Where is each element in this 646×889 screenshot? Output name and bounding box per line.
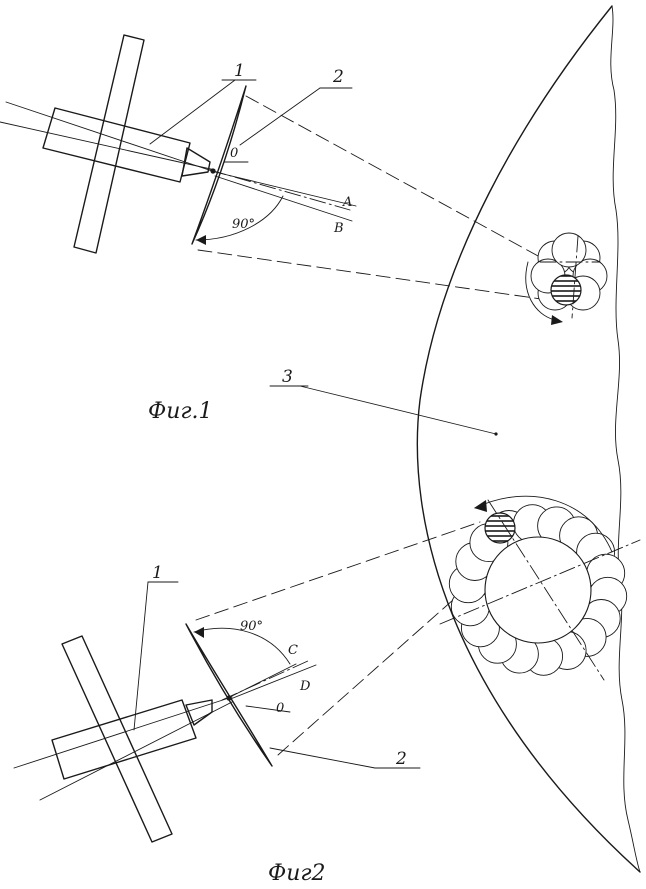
- fig1-emitter-body: [43, 108, 190, 182]
- fig2-angle-arrow: [194, 627, 204, 638]
- fig1-holder-bar: [74, 35, 144, 253]
- fig1-beam-lower: [198, 250, 548, 300]
- fig2-beam-lower: [278, 592, 462, 755]
- label-axis-b: B: [333, 221, 344, 236]
- fig2-rotation-arrow: [474, 500, 487, 512]
- fig2-active-spot: [485, 513, 515, 543]
- fig2-ring-inner-edge: [485, 537, 591, 643]
- fig2-holder-bar: [62, 636, 172, 842]
- label-axis-a: A: [342, 195, 352, 210]
- fig1-point-o: [210, 168, 215, 173]
- fig2-spot-ring: [449, 505, 626, 676]
- label-point-o-fig1: 0: [230, 146, 238, 161]
- label-part-2-fig1: 2: [332, 67, 344, 87]
- fig1-assembly: [0, 35, 560, 300]
- label-part-1-fig2: 1: [152, 563, 163, 583]
- label-axis-d: D: [299, 679, 311, 694]
- label-axis-c: C: [288, 643, 298, 658]
- fig1-rotation-arrow: [551, 315, 563, 325]
- label-point-o-fig2: 0: [276, 701, 284, 716]
- fig1-caption: Фиг.1: [148, 399, 213, 424]
- fig2-emitter-body: [52, 700, 196, 779]
- fig1-beam-upper: [246, 96, 560, 268]
- fig1-axis-b: [215, 176, 352, 221]
- fig1-angle-arrow: [196, 235, 206, 245]
- fig2-assembly: [14, 522, 480, 842]
- fig1-axis-a: [215, 172, 356, 206]
- fig1-spot-cluster: [526, 233, 607, 325]
- label-angle-fig1: 90°: [232, 217, 255, 232]
- fig2-caption: Фиг2: [268, 861, 326, 886]
- fig2-axis-c: [228, 664, 296, 698]
- fig2-mirror: [186, 624, 272, 766]
- label-part-3: 3: [282, 367, 293, 387]
- part-3-leader: [300, 386, 496, 434]
- fig2-point-o: [226, 695, 231, 700]
- label-part-1-fig1: 1: [234, 61, 245, 81]
- label-part-2-fig2: 2: [395, 749, 407, 769]
- fig1-active-spot: [551, 275, 581, 305]
- label-angle-fig2: 90°: [240, 619, 263, 634]
- workpiece-surface: [417, 6, 640, 872]
